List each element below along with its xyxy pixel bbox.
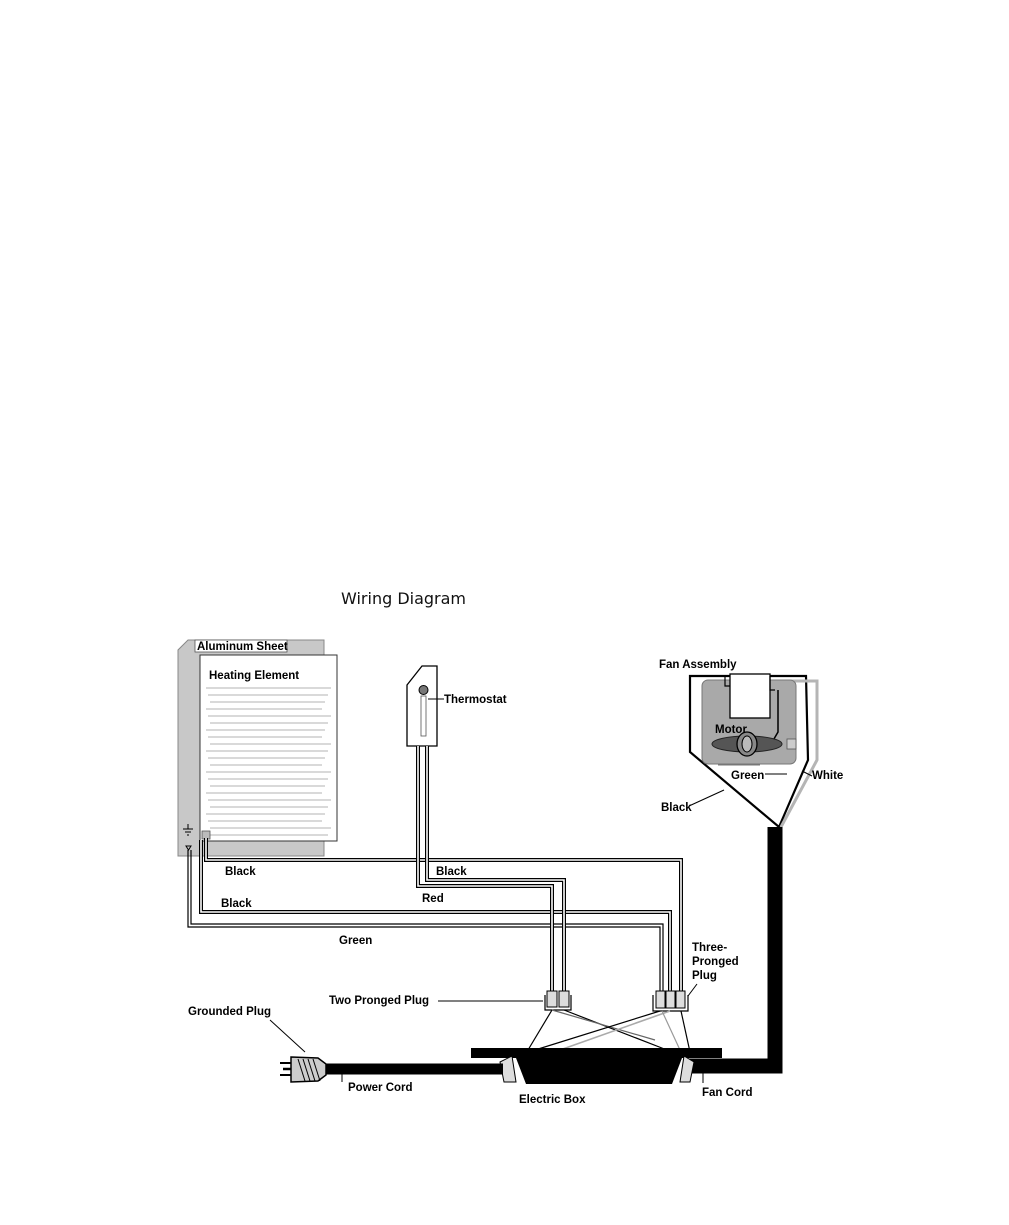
two-pronged-plug: Two Pronged Plug: [329, 991, 571, 1010]
element-terminal: [202, 831, 210, 839]
two-pronged-plug-label: Two Pronged Plug: [329, 995, 429, 1007]
black-fan-wire-label: Black: [661, 802, 692, 814]
fan-cord-label: Fan Cord: [702, 1087, 752, 1099]
power-cord: Power Cord: [322, 1069, 503, 1094]
wire-black-element-to-three-prong-2: [201, 840, 670, 994]
grounded-plug-label: Grounded Plug: [188, 1006, 271, 1018]
aluminum-sheet-label: Aluminum Sheet: [197, 641, 288, 653]
electric-box: Electric Box: [471, 1048, 722, 1106]
green-wire-label: Green: [339, 935, 372, 947]
black-wire-label-2: Black: [436, 866, 467, 878]
heating-element-label: Heating Element: [209, 670, 299, 682]
white-fan-wire-label: White: [812, 770, 843, 782]
black-wire-label-1: Black: [225, 866, 256, 878]
wire-black-element-to-three-prong: [206, 838, 681, 994]
thermostat-label: Thermostat: [444, 694, 507, 706]
red-wire-label: Red: [422, 893, 444, 905]
box-internal-wires: [528, 1010, 690, 1052]
power-cord-label: Power Cord: [348, 1082, 413, 1094]
fan-assembly-label: Fan Assembly: [659, 659, 737, 671]
black-wire-label-3: Black: [221, 898, 252, 910]
diagram-title: Wiring Diagram: [341, 589, 466, 608]
motor-label: Motor: [715, 724, 747, 736]
grounded-plug: Grounded Plug: [188, 1006, 326, 1082]
thermostat: Thermostat: [407, 666, 507, 746]
electric-box-label: Electric Box: [519, 1094, 586, 1106]
fan-assembly: Fan Assembly Motor Green White Black: [659, 659, 843, 827]
green-fan-wire-label: Green: [731, 770, 764, 782]
heating-element: Heating Element: [200, 655, 337, 841]
